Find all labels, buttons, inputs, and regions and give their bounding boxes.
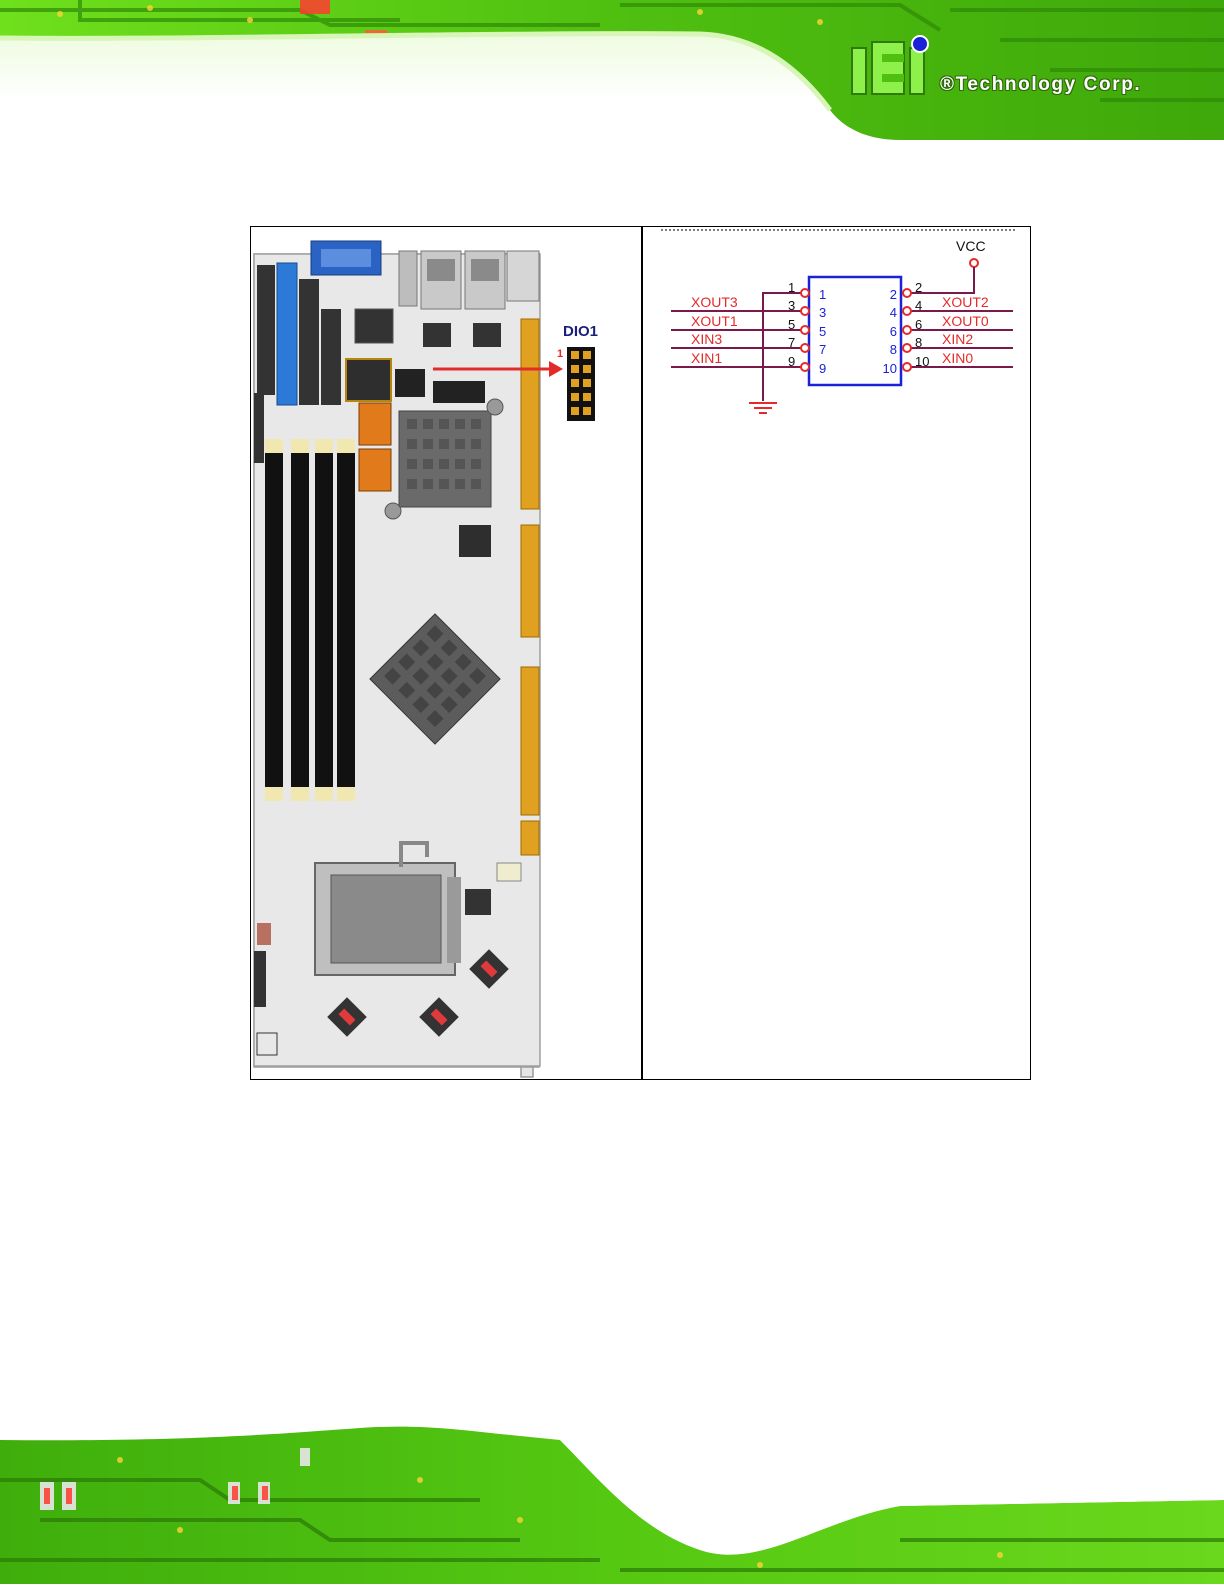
pin-number-inner-6: 6 <box>881 324 897 339</box>
pin-number-outer-7: 7 <box>788 335 795 350</box>
jumper-block <box>395 369 425 397</box>
header-connector-mid <box>299 279 319 405</box>
dio1-label: DIO1 <box>563 323 598 340</box>
pin-number-outer-8: 8 <box>915 335 922 350</box>
signal-xout1: XOUT1 <box>691 313 738 329</box>
page-header: ®Technology Corp. <box>0 0 1224 145</box>
pin-number-inner-2: 2 <box>881 287 897 302</box>
pcb-header-graphic <box>0 0 1224 145</box>
cpu-socket <box>315 843 461 975</box>
pin-number-outer-9: 9 <box>788 354 795 369</box>
usb-port <box>399 251 417 306</box>
header-connector-right <box>321 309 341 405</box>
header-connector-left <box>257 265 275 395</box>
signal-xout3: XOUT3 <box>691 294 738 310</box>
signal-xin2: XIN2 <box>942 331 973 347</box>
edge-connector-2 <box>521 525 539 637</box>
pointer-arrow-head <box>549 361 563 377</box>
pin-number-inner-8: 8 <box>881 342 897 357</box>
pin-number-outer-5: 5 <box>788 317 795 332</box>
dip-switch-1 <box>465 889 491 915</box>
pin-number-inner-7: 7 <box>819 342 826 357</box>
iei-logo-mark <box>848 34 934 98</box>
pin-number-inner-9: 9 <box>819 361 826 376</box>
signal-xout0: XOUT0 <box>942 313 989 329</box>
pin-number-outer-2: 2 <box>915 280 922 295</box>
sata-connector-2 <box>359 449 391 491</box>
edge-connector-3 <box>521 667 539 815</box>
chip-1 <box>355 309 393 343</box>
figure-box: DIO1 1 <box>250 226 1031 1080</box>
pin-number-outer-1: 1 <box>788 280 795 295</box>
ide-connector <box>277 263 297 405</box>
board-layout-diagram <box>251 227 641 1078</box>
signal-xin3: XIN3 <box>691 331 722 347</box>
iei-logo <box>848 34 934 98</box>
vcc-terminal <box>970 259 978 267</box>
pin-number-outer-4: 4 <box>915 298 922 313</box>
pin-number-inner-1: 1 <box>819 287 826 302</box>
sata-connector-1 <box>359 403 391 445</box>
pin-number-inner-3: 3 <box>819 305 826 320</box>
vcc-label: VCC <box>956 238 986 254</box>
pin-number-inner-10: 10 <box>873 361 897 376</box>
pin-number-outer-10: 10 <box>915 354 929 369</box>
pin-number-inner-5: 5 <box>819 324 826 339</box>
chip-2 <box>346 359 391 401</box>
pin-number-outer-3: 3 <box>788 298 795 313</box>
small-connector <box>507 251 539 301</box>
signal-xin0: XIN0 <box>942 350 973 366</box>
jumper-block-2 <box>433 381 485 403</box>
company-name: ®Technology Corp. <box>940 74 1141 96</box>
chip-5 <box>459 525 491 557</box>
edge-connector-1 <box>521 319 539 509</box>
pin-number-inner-4: 4 <box>881 305 897 320</box>
dio1-header-graphic <box>567 347 595 421</box>
chip-4 <box>473 323 501 347</box>
ground-symbol <box>749 403 777 413</box>
page-footer <box>0 1420 1224 1584</box>
chip-3 <box>423 323 451 347</box>
pin1-marker: 1 <box>557 348 563 360</box>
signal-xout2: XOUT2 <box>942 294 989 310</box>
edge-connector-4 <box>521 821 539 855</box>
signal-xin1: XIN1 <box>691 350 722 366</box>
pcb-footer-graphic <box>0 1420 1224 1584</box>
pin-number-outer-6: 6 <box>915 317 922 332</box>
